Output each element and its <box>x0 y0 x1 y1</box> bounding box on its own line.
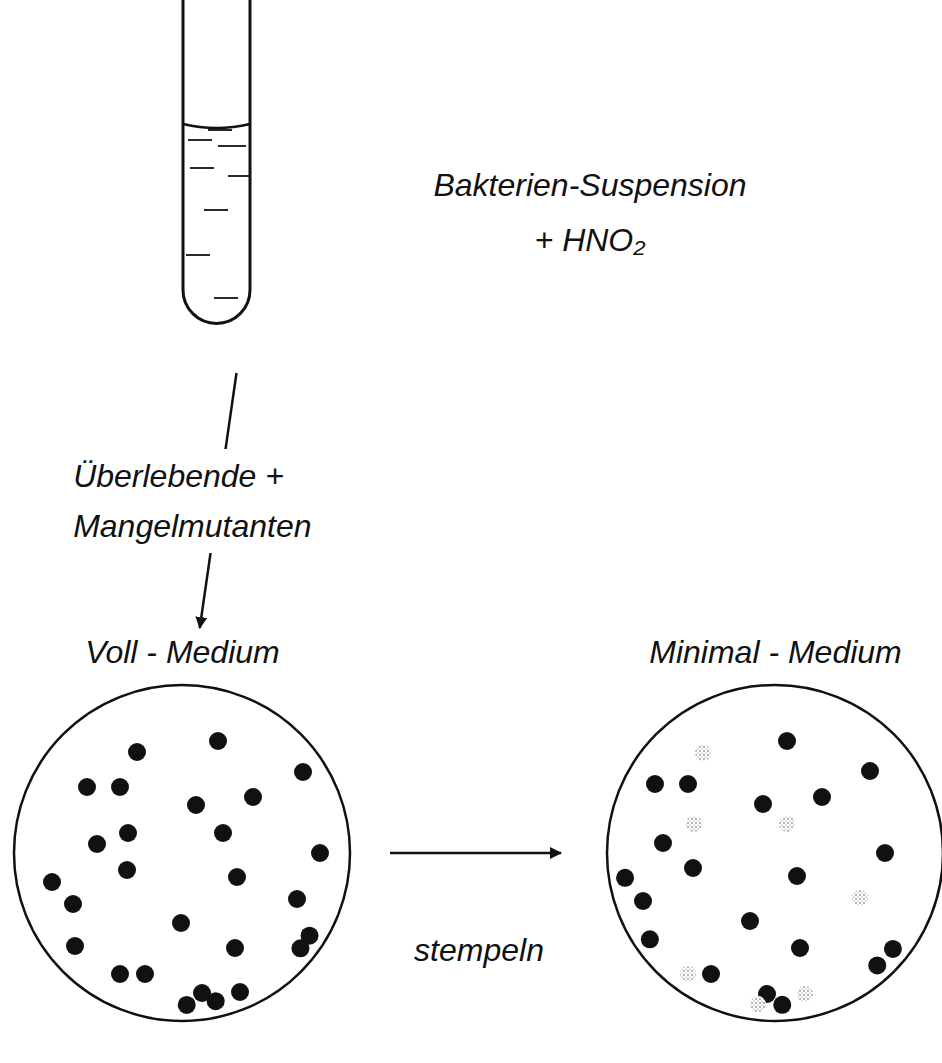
liquid-stroke <box>190 167 214 169</box>
colony <box>868 956 886 974</box>
colony <box>861 762 879 780</box>
petri-dish-drawing <box>10 678 355 1028</box>
edge-label: Überlebende + Mangelmutanten <box>69 449 367 553</box>
dish-outline <box>14 685 350 1021</box>
petri-dish: Minimal - Medium <box>603 632 942 1028</box>
colony <box>291 939 309 957</box>
petri-dish: Voll - Medium <box>10 632 355 1028</box>
colony <box>226 939 244 957</box>
colony <box>646 775 664 793</box>
liquid-stroke <box>204 209 228 211</box>
colony <box>876 844 894 862</box>
colony <box>136 965 154 983</box>
colony <box>231 983 249 1001</box>
colony <box>228 868 246 886</box>
colony <box>187 796 205 814</box>
liquid-stroke <box>218 145 246 147</box>
arrow-connector <box>390 852 561 855</box>
colony <box>128 743 146 761</box>
colony <box>778 732 796 750</box>
tube-label: Bakterien-Suspension + HNO₂ <box>425 158 755 268</box>
colony <box>791 939 809 957</box>
colony <box>641 930 659 948</box>
colony <box>214 824 232 842</box>
liquid-surface <box>183 124 250 128</box>
missing-colony <box>750 996 766 1012</box>
colony <box>88 835 106 853</box>
colony <box>634 892 652 910</box>
colony <box>788 867 806 885</box>
missing-colony <box>686 816 702 832</box>
liquid-stroke <box>208 129 232 131</box>
colony <box>311 844 329 862</box>
colony <box>66 937 84 955</box>
liquid-stroke <box>228 175 250 177</box>
colony <box>178 996 196 1014</box>
colony <box>78 778 96 796</box>
colony <box>209 732 227 750</box>
colony <box>118 861 136 879</box>
colony <box>684 859 702 877</box>
liquid-stroke <box>186 254 210 256</box>
missing-colony <box>797 986 813 1002</box>
colony <box>813 788 831 806</box>
medium-heading: Minimal - Medium <box>603 632 942 672</box>
colony <box>679 775 697 793</box>
missing-colony <box>779 816 795 832</box>
test-tube: Bakterien-Suspension + HNO₂ <box>170 0 265 345</box>
petri-dish-drawing <box>603 678 942 1028</box>
test-tube-drawing <box>170 0 265 345</box>
colony <box>754 795 772 813</box>
tube-outline <box>183 0 250 323</box>
liquid-stroke <box>214 297 238 299</box>
colony <box>64 895 82 913</box>
colony <box>119 824 137 842</box>
colony <box>773 996 791 1014</box>
colony <box>294 763 312 781</box>
colony <box>111 778 129 796</box>
missing-colony <box>680 966 696 982</box>
liquid-stroke <box>188 139 212 141</box>
missing-colony <box>852 890 868 906</box>
colony <box>207 992 225 1010</box>
colony <box>288 890 306 908</box>
medium-heading: Voll - Medium <box>10 632 355 672</box>
colony <box>616 869 634 887</box>
dish-outline <box>607 685 942 1021</box>
colony <box>654 834 672 852</box>
colony <box>741 912 759 930</box>
colony <box>43 873 61 891</box>
edge-label: stempeln <box>410 923 548 977</box>
colony <box>111 965 129 983</box>
colony <box>244 788 262 806</box>
missing-colony <box>695 745 711 761</box>
colony <box>172 914 190 932</box>
colony <box>702 965 720 983</box>
colony <box>884 940 902 958</box>
